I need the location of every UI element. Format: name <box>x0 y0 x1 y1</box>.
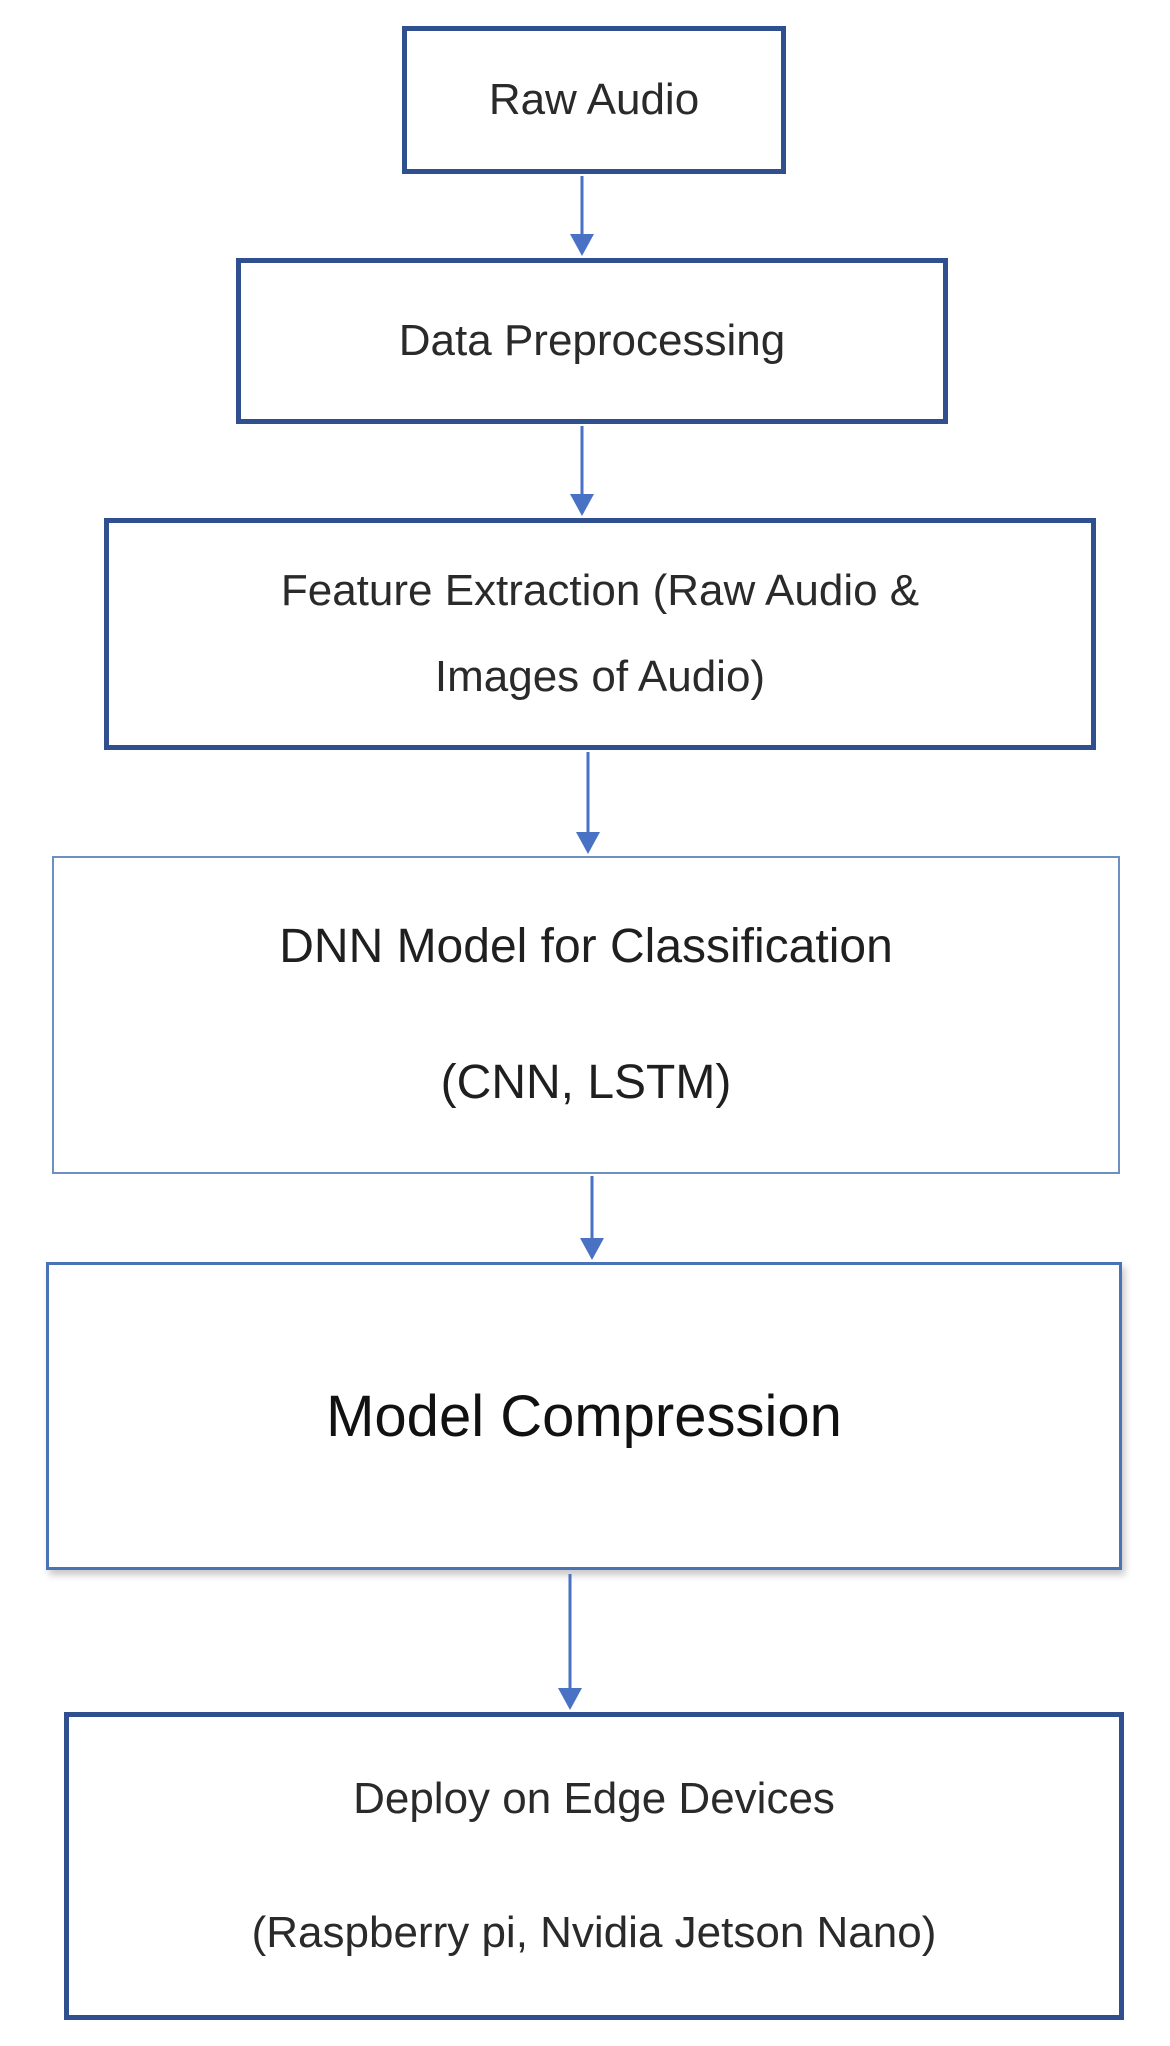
step-label: Data Preprocessing <box>398 316 786 365</box>
arrow-3 <box>576 752 600 854</box>
arrow-1 <box>570 176 594 256</box>
step-feature-extraction: Feature Extraction (Raw Audio & Images o… <box>104 518 1096 750</box>
step-label-line-1: Feature Extraction (Raw Audio & <box>280 566 920 615</box>
step-raw-audio: Raw Audio <box>402 26 786 174</box>
arrow-2 <box>570 426 594 516</box>
step-label: Raw Audio <box>488 75 700 124</box>
step-data-preprocessing: Data Preprocessing <box>236 258 948 424</box>
arrow-5 <box>558 1574 582 1710</box>
step-deploy-edge: Deploy on Edge Devices (Raspberry pi, Nv… <box>64 1712 1124 2020</box>
step-dnn-model: DNN Model for Classification (CNN, LSTM) <box>52 856 1120 1174</box>
step-label-line-2: Images of Audio) <box>434 652 766 701</box>
step-label-line-1: Deploy on Edge Devices <box>353 1774 835 1823</box>
step-label-line-2: (CNN, LSTM) <box>440 1056 732 1109</box>
step-label-line-2: (Raspberry pi, Nvidia Jetson Nano) <box>251 1908 937 1957</box>
arrow-4 <box>580 1176 604 1260</box>
step-label-line-1: DNN Model for Classification <box>279 920 893 973</box>
step-model-compression: Model Compression <box>46 1262 1122 1570</box>
step-label: Model Compression <box>326 1383 842 1449</box>
